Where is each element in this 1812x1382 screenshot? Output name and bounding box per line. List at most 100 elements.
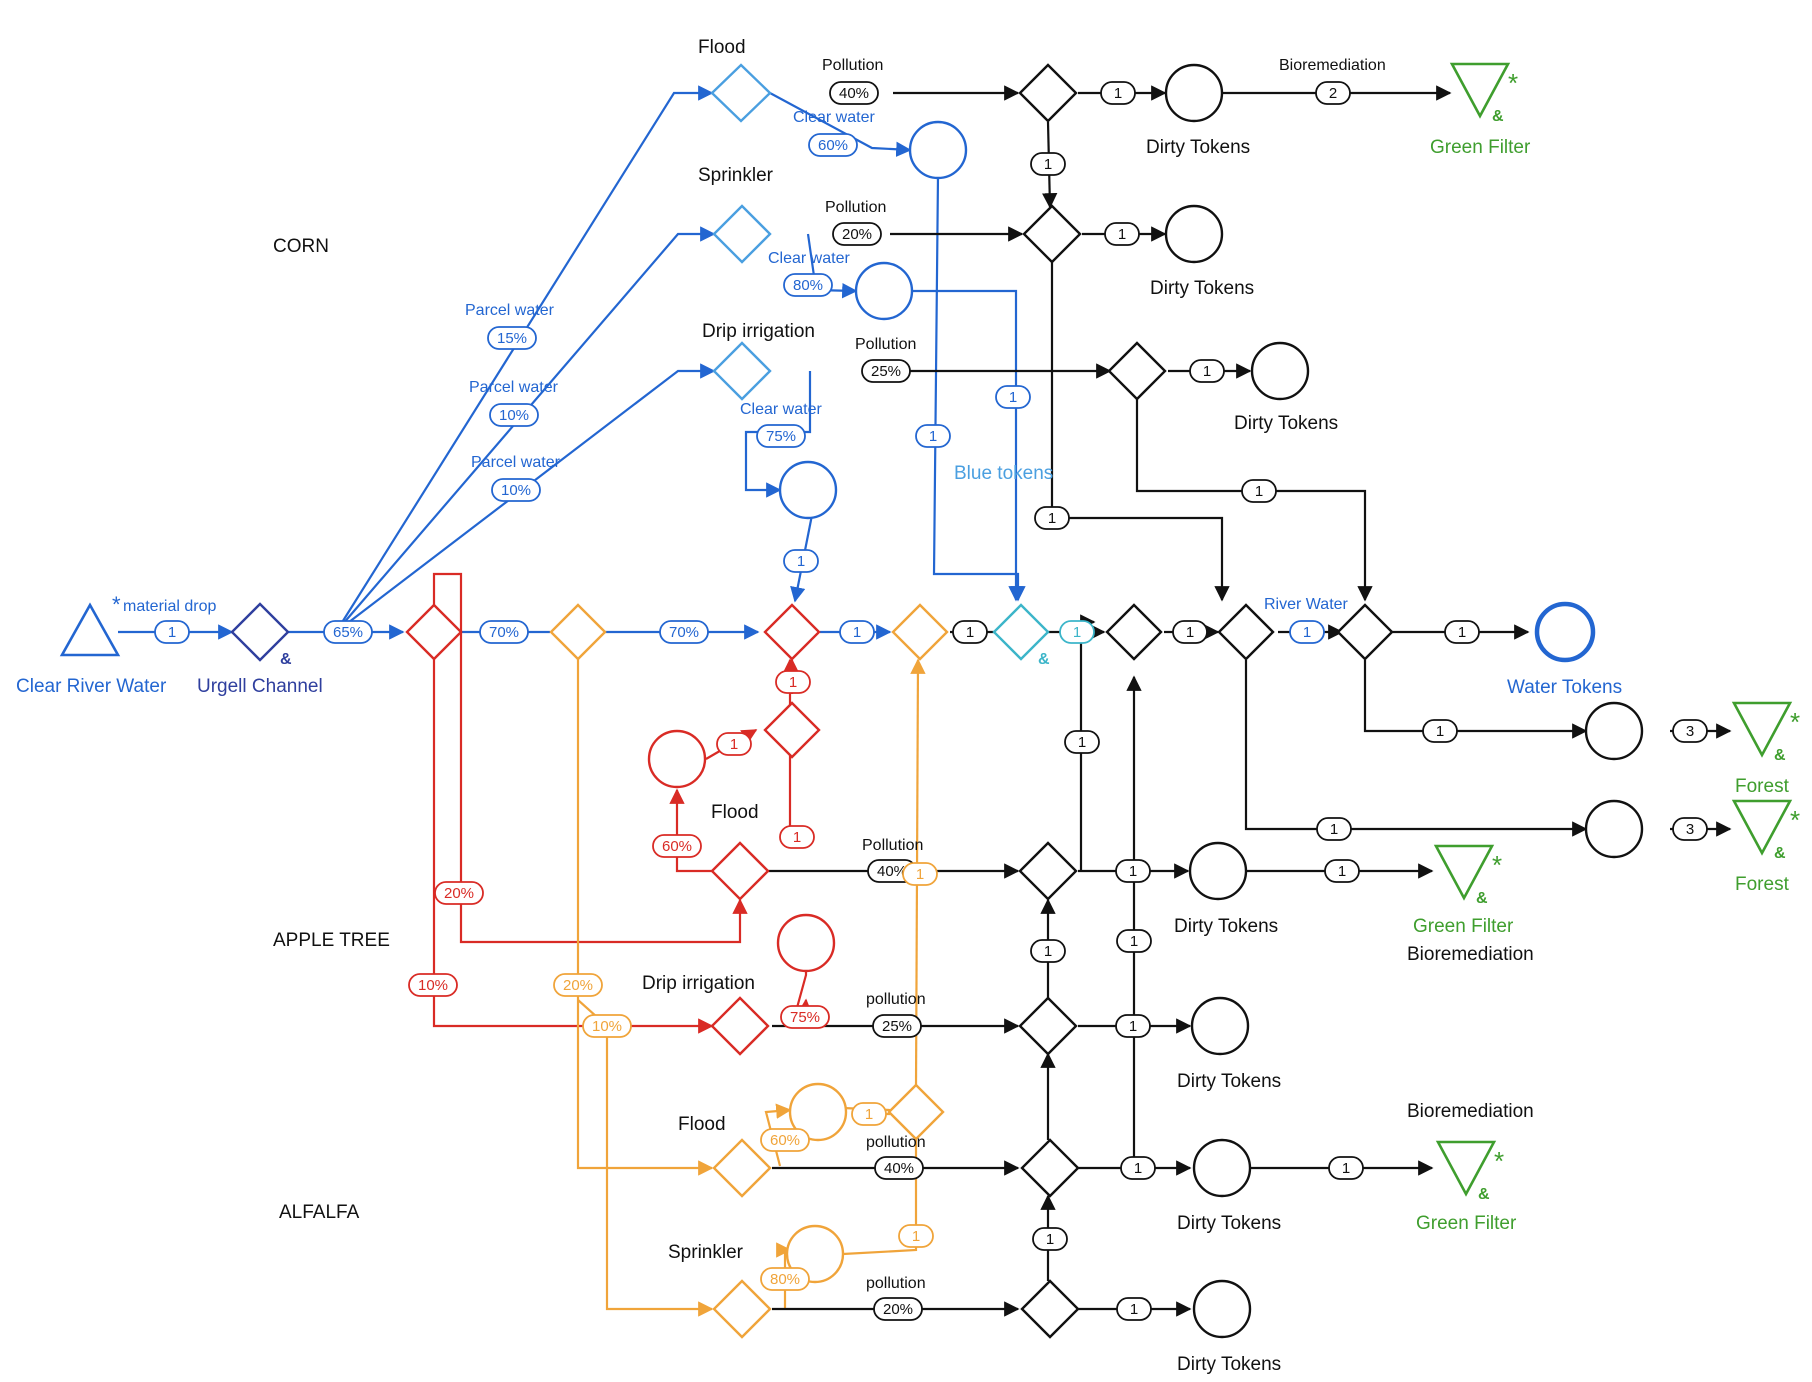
apple-flood-pollution-gate[interactable] bbox=[1018, 841, 1078, 901]
alfalfa-flood-clear-pill[interactable]: 60% bbox=[760, 1128, 810, 1152]
apple-bio-count-pill[interactable]: 1 bbox=[1324, 859, 1360, 883]
corn-drip-to-river-pill[interactable]: 1 bbox=[1241, 479, 1277, 503]
corn-sprinkler-clear-pill[interactable]: 80% bbox=[783, 273, 833, 297]
corn-bio-count-pill[interactable]: 2 bbox=[1315, 81, 1351, 105]
forest-out-b-pill[interactable]: 3 bbox=[1672, 817, 1708, 841]
main-token-pill-3[interactable]: 1 bbox=[1059, 620, 1095, 644]
main-out-pill[interactable]: 1 bbox=[1444, 620, 1480, 644]
forest-out-a-pill[interactable]: 3 bbox=[1672, 719, 1708, 743]
alfalfa-sprinkler-dirty-pool[interactable] bbox=[1192, 1279, 1252, 1339]
alfalfa-up-to-main-pill[interactable]: 1 bbox=[1116, 929, 1152, 953]
main-token-pill-2[interactable]: 1 bbox=[952, 620, 988, 644]
alfalfa-flood-clear-pool[interactable] bbox=[788, 1082, 848, 1142]
river-water-pill[interactable]: 1 bbox=[1289, 620, 1325, 644]
apple-flood-clear-pill[interactable]: 60% bbox=[652, 834, 702, 858]
apple-merge-up-pill[interactable]: 1 bbox=[775, 670, 811, 694]
apple-flood-dirty-pool[interactable] bbox=[1188, 841, 1248, 901]
corn-flood-down-pill[interactable]: 1 bbox=[1030, 152, 1066, 176]
apple-drip-gate[interactable] bbox=[710, 996, 770, 1056]
alfalfa-split-sprinkler-pill[interactable]: 10% bbox=[582, 1014, 632, 1038]
apple-return-gate[interactable] bbox=[763, 701, 821, 759]
corn-flood-pollution-pill[interactable]: 40% bbox=[829, 81, 879, 105]
parcel-flood-pill[interactable]: 15% bbox=[487, 326, 537, 350]
main-split-gate-red[interactable] bbox=[405, 603, 463, 661]
alfalfa-split-flood-pill[interactable]: 20% bbox=[553, 973, 603, 997]
parcel-sprinkler-pill[interactable]: 10% bbox=[489, 403, 539, 427]
alfalfa-return-gate[interactable] bbox=[887, 1083, 945, 1141]
corn-flood-clear-pill[interactable]: 60% bbox=[808, 133, 858, 157]
material-drop-count[interactable]: 1 bbox=[154, 620, 190, 644]
alfalfa-sprinkler-pollution-gate[interactable] bbox=[1020, 1279, 1080, 1339]
blue-token-pill-a[interactable]: 1 bbox=[995, 385, 1031, 409]
forest-pool-b[interactable] bbox=[1584, 799, 1644, 859]
corn-drip-to-dirty-pill[interactable]: 1 bbox=[1189, 359, 1225, 383]
corn-sprinkler-clear-pool[interactable] bbox=[854, 261, 914, 321]
apple-up-to-main-pill[interactable]: 1 bbox=[1064, 730, 1100, 754]
apple-drip-clear-pool[interactable] bbox=[776, 913, 836, 973]
alfalfa-sprinkler-clear-pill[interactable]: 80% bbox=[760, 1267, 810, 1291]
corn-flood-dirty-pool[interactable] bbox=[1164, 63, 1224, 123]
alfalfa-flood-pollution-pill[interactable]: 40% bbox=[874, 1156, 924, 1180]
apple-flood-to-dirty-pill[interactable]: 1 bbox=[1115, 859, 1151, 883]
corn-sprinkler-to-dirty-pill[interactable]: 1 bbox=[1104, 222, 1140, 246]
corn-flood-clear-pool[interactable] bbox=[908, 120, 968, 180]
main-token-pill-1[interactable]: 1 bbox=[839, 620, 875, 644]
alfalfa-flood-dirty-pool[interactable] bbox=[1192, 1138, 1252, 1198]
main-70-pill-2[interactable]: 70% bbox=[659, 620, 709, 644]
corn-drip-clear-pill[interactable]: 75% bbox=[756, 424, 806, 448]
corn-drip-pollution-pill[interactable]: 25% bbox=[861, 359, 911, 383]
apple-drip-pollution-pill[interactable]: 25% bbox=[872, 1014, 922, 1038]
apple-merge-pill[interactable]: 1 bbox=[1030, 939, 1066, 963]
alfalfa-sprinkler-up-pill[interactable]: 1 bbox=[898, 1224, 934, 1248]
forest-pool-a[interactable] bbox=[1584, 701, 1644, 761]
blue-token-pill-c[interactable]: 1 bbox=[783, 549, 819, 573]
urgell-channel-gate[interactable]: & bbox=[230, 602, 292, 668]
corn-sprinkler-pollution-pill[interactable]: 20% bbox=[832, 222, 882, 246]
apple-drip-to-dirty-pill[interactable]: 1 bbox=[1115, 1014, 1151, 1038]
apple-drip-pollution-gate[interactable] bbox=[1018, 996, 1078, 1056]
main-token-pill-4[interactable]: 1 bbox=[1172, 620, 1208, 644]
main-merge-gate-black-3[interactable] bbox=[1336, 603, 1394, 661]
apple-flood-loop-pill[interactable]: 1 bbox=[716, 732, 752, 756]
apple-drip-dirty-pool[interactable] bbox=[1190, 996, 1250, 1056]
parcel-drip-pill[interactable]: 10% bbox=[491, 478, 541, 502]
alfalfa-merge-pill[interactable]: 1 bbox=[1032, 1227, 1068, 1251]
corn-flood-to-dirty-pill[interactable]: 1 bbox=[1100, 81, 1136, 105]
main-merge-gate-black-2[interactable] bbox=[1217, 603, 1275, 661]
apple-split-flood-pill[interactable]: 20% bbox=[434, 881, 484, 905]
water-tokens-pool[interactable] bbox=[1534, 601, 1596, 663]
main-split-gate-orange[interactable] bbox=[549, 603, 607, 661]
apple-drip-clear-pill[interactable]: 75% bbox=[780, 1005, 830, 1029]
alfalfa-flood-loop-pill[interactable]: 1 bbox=[851, 1102, 887, 1126]
apple-split-drip-pill[interactable]: 10% bbox=[408, 973, 458, 997]
corn-drip-clear-pool[interactable] bbox=[778, 460, 838, 520]
corn-flood-gate[interactable] bbox=[710, 63, 772, 123]
alfalfa-flood-to-dirty-pill[interactable]: 1 bbox=[1120, 1156, 1156, 1180]
apple-flood-up-pill[interactable]: 1 bbox=[779, 825, 815, 849]
main-70-pill-1[interactable]: 70% bbox=[479, 620, 529, 644]
blue-token-pill-b[interactable]: 1 bbox=[915, 424, 951, 448]
alfalfa-sprinkler-gate[interactable] bbox=[712, 1279, 772, 1339]
alfalfa-flood-pollution-gate[interactable] bbox=[1020, 1138, 1080, 1198]
main-merge-gate-black-1[interactable] bbox=[1105, 603, 1163, 661]
alfalfa-flood-gate[interactable] bbox=[712, 1138, 772, 1198]
corn-sprinkler-dirty-pool[interactable] bbox=[1164, 204, 1224, 264]
alfalfa-bio-count-pill[interactable]: 1 bbox=[1328, 1156, 1364, 1180]
main-merge-gate-cyan[interactable]: & bbox=[992, 603, 1050, 668]
alfalfa-sprinkler-to-dirty-pill[interactable]: 1 bbox=[1116, 1297, 1152, 1321]
corn-drip-pollution-gate[interactable] bbox=[1107, 341, 1167, 401]
corn-sprinkler-gate[interactable] bbox=[712, 204, 772, 264]
forest-in-b-pill[interactable]: 1 bbox=[1316, 817, 1352, 841]
apple-flood-clear-pool[interactable] bbox=[647, 729, 707, 789]
alfalfa-up-pill[interactable]: 1 bbox=[902, 862, 938, 886]
corn-drip-gate[interactable] bbox=[712, 341, 772, 401]
corn-sprinkler-pollution-gate[interactable] bbox=[1022, 204, 1082, 264]
main-merge-gate-red[interactable] bbox=[763, 603, 821, 661]
alfalfa-sprinkler-pollution-pill[interactable]: 20% bbox=[873, 1297, 923, 1321]
apple-flood-gate[interactable] bbox=[710, 841, 770, 901]
corn-flood-pollution-gate[interactable] bbox=[1018, 63, 1078, 123]
main-merge-gate-orange[interactable] bbox=[891, 603, 949, 661]
corn-drip-dirty-pool[interactable] bbox=[1250, 341, 1310, 401]
channel-split-pill[interactable]: 65% bbox=[323, 620, 373, 644]
corn-sprinkler-down-pill[interactable]: 1 bbox=[1034, 506, 1070, 530]
